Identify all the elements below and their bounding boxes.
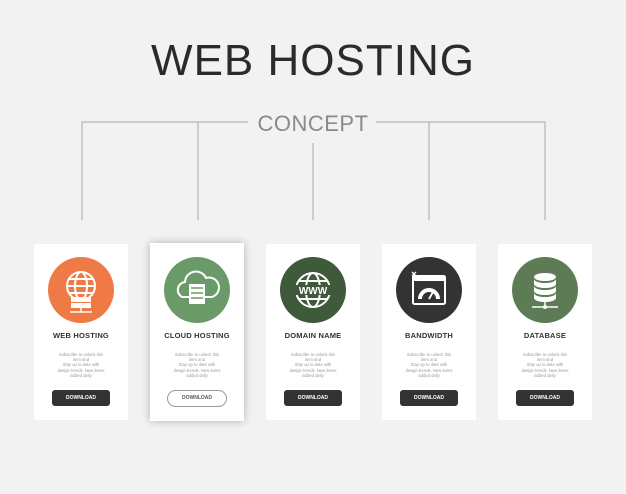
database-network-icon	[512, 257, 578, 323]
globe-server-icon	[48, 257, 114, 323]
download-button[interactable]: DOWNLOAD	[400, 390, 458, 406]
card-domain-name: WWW DOMAIN NAME Subscribe to unlock this…	[266, 244, 360, 420]
card-label: WEB HOSTING	[53, 331, 109, 340]
download-button[interactable]: DOWNLOAD	[52, 390, 110, 406]
www-globe-icon: WWW	[280, 257, 346, 323]
download-button[interactable]: DOWNLOAD	[167, 390, 227, 407]
card-label: DATABASE	[523, 331, 567, 340]
speed-gauge-window-icon	[396, 257, 462, 323]
concept-subtitle: CONCEPT	[257, 111, 369, 136]
cloud-server-icon	[164, 257, 230, 323]
download-button[interactable]: DOWNLOAD	[284, 390, 342, 406]
card-label: DOMAIN NAME	[284, 331, 342, 340]
page-title: WEB HOSTING	[151, 36, 475, 85]
svg-text:WWW: WWW	[299, 286, 328, 297]
card-label: BANDWIDTH	[404, 331, 454, 340]
download-button[interactable]: DOWNLOAD	[516, 390, 574, 406]
card-label: CLOUD HOSTING	[164, 331, 230, 340]
